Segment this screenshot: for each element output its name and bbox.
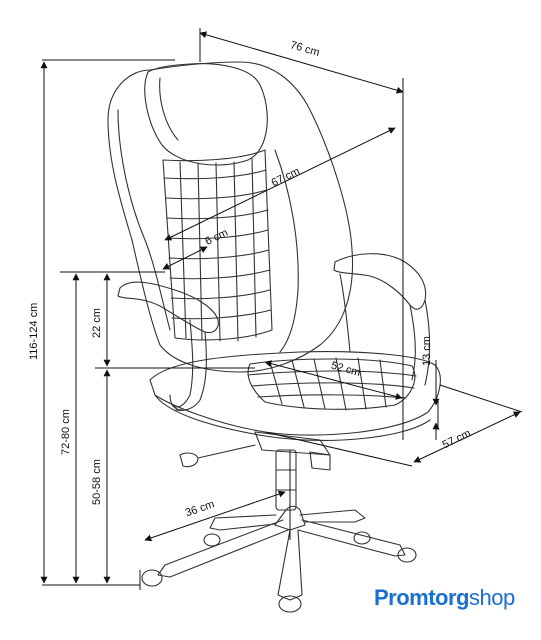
dim-back-height-label: 67 cm — [270, 165, 302, 189]
dimension-lines — [40, 28, 523, 590]
dim-seat-depth-label: 57 cm — [441, 427, 473, 451]
dim-seat-thickness-label: 13 cm — [421, 336, 433, 366]
dim-seat-height-label: 50-58 cm — [91, 459, 103, 505]
dim-seat-width-label: 52 cm — [330, 360, 362, 379]
brand-name-part1: Promtorg — [374, 585, 470, 610]
dim-armrest-height-label: 72-80 cm — [60, 409, 72, 455]
dim-total-height-label: 116-124 cm — [28, 303, 40, 360]
dim-lumbar-thickness-label: 6 cm — [203, 227, 230, 248]
dim-base-radius-label: 36 cm — [184, 498, 216, 519]
brand-name-part2: shop — [469, 585, 515, 610]
dimension-labels: 76 cm 67 cm 6 cm 52 cm 22 cm 13 cm 57 cm… — [28, 39, 473, 519]
chair-drawing — [107, 61, 441, 613]
dim-armrest-above-seat-label: 22 cm — [91, 308, 103, 338]
dim-overall-width-label: 76 cm — [289, 39, 321, 59]
brand-logo: Promtorgshop — [374, 585, 515, 611]
